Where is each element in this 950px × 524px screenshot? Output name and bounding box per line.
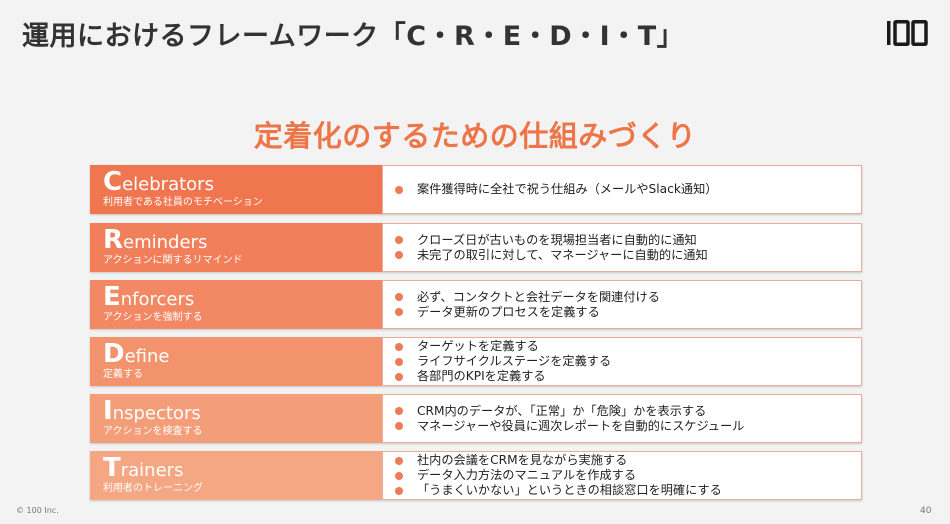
bullet-icon — [395, 422, 403, 430]
row-heading: Enforcers — [103, 284, 372, 311]
list-item: データ入力方法のマニュアルを作成する — [395, 468, 861, 483]
bullet-icon — [395, 372, 403, 381]
row-word: elebrators — [122, 174, 214, 195]
framework-row-define: Define 定義する ターゲットを定義する ライフサイクルステージを定義する … — [90, 337, 862, 386]
section-subtitle: 定着化のするための仕組みづくり — [253, 119, 697, 153]
bullet-icon — [395, 407, 403, 415]
list-item: クローズ日が古いものを現場担当者に自動的に通知 — [395, 233, 861, 248]
row-description: アクションを検査する — [103, 426, 203, 437]
row-content: ターゲットを定義する ライフサイクルステージを定義する 各部門のKPIを定義する — [382, 337, 862, 386]
bullet-icon — [395, 251, 403, 259]
list-item: 社内の会議をCRMを見ながら実施する — [395, 453, 861, 468]
list-item-text: ライフサイクルステージを定義する — [417, 354, 612, 368]
row-content: クローズ日が古いものを現場担当者に自動的に通知 未完了の取引に対して、マネージャ… — [382, 223, 862, 272]
list-item: 必ず、コンタクトと会社データを関連付ける — [395, 290, 861, 305]
bullet-icon — [395, 357, 403, 366]
slide-title: 運用におけるフレームワーク「C・R・E・D・I・T」 — [22, 21, 685, 52]
bullet-icon — [395, 456, 403, 465]
list-item: 各部門のKPIを定義する — [395, 369, 861, 384]
row-content: CRM内のデータが、「正常」か「危険」かを表示する マネージャーや役員に週次レポ… — [382, 394, 862, 443]
row-heading: Trainers — [103, 455, 372, 482]
row-content: 社内の会議をCRMを見ながら実施する データ入力方法のマニュアルを作成する 「う… — [382, 451, 862, 500]
row-heading: Inspectors — [103, 398, 372, 425]
list-item-text: データ更新のプロセスを定義する — [417, 304, 600, 319]
framework-row-celebrators: Celebrators 利用者である社員のモチベーション 案件獲得時に全社で祝う… — [90, 165, 862, 214]
row-initial: E — [103, 282, 121, 312]
row-heading: Celebrators — [103, 169, 372, 196]
row-description: アクションを強制する — [103, 312, 203, 323]
row-heading: Define — [103, 341, 372, 368]
row-word: nspectors — [112, 403, 201, 424]
row-content: 必ず、コンタクトと会社データを関連付ける データ更新のプロセスを定義する — [382, 280, 862, 329]
bullet-icon — [395, 471, 403, 480]
list-item: 「うまくいかない」というときの相談窓口を明確にする — [395, 483, 861, 498]
bullet-icon — [395, 236, 403, 244]
list-item: ライフサイクルステージを定義する — [395, 354, 861, 369]
bullet-icon — [395, 185, 403, 194]
framework-row-enforcers: Enforcers アクションを強制する 必ず、コンタクトと会社データを関連付け… — [90, 280, 862, 329]
row-initial: T — [103, 453, 121, 483]
row-heading: Reminders — [103, 227, 372, 254]
list-item-text: ターゲットを定義する — [417, 339, 539, 353]
list-item-text: 各部門のKPIを定義する — [417, 369, 546, 383]
list-item: CRM内のデータが、「正常」か「危険」かを表示する — [395, 404, 861, 419]
row-label: Inspectors アクションを検査する — [90, 394, 382, 443]
list-item-text: 社内の会議をCRMを見ながら実施する — [417, 453, 628, 467]
list-item-text: データ入力方法のマニュアルを作成する — [417, 468, 637, 482]
row-label: Define 定義する — [90, 337, 382, 386]
list-item-text: 必ず、コンタクトと会社データを関連付ける — [417, 289, 660, 304]
framework-row-trainers: Trainers 利用者のトレーニング 社内の会議をCRMを見ながら実施する デ… — [90, 451, 862, 500]
row-description: 利用者のトレーニング — [103, 483, 203, 494]
framework-row-inspectors: Inspectors アクションを検査する CRM内のデータが、「正常」か「危険… — [90, 394, 862, 443]
row-word: eminders — [123, 232, 208, 253]
list-item-text: 未完了の取引に対して、マネージャーに自動的に通知 — [417, 247, 708, 262]
list-item-text: 「うまくいかない」というときの相談窓口を明確にする — [417, 483, 722, 497]
row-description: アクションに関するリマインド — [103, 255, 243, 266]
row-description: 利用者である社員のモチベーション — [103, 197, 263, 208]
bullet-icon — [395, 486, 403, 495]
row-initial: R — [103, 225, 124, 255]
row-word: nforcers — [120, 289, 195, 310]
list-item: 案件獲得時に全社で祝う仕組み（メールやSlack通知） — [395, 182, 861, 197]
list-item: ターゲットを定義する — [395, 339, 861, 354]
bullet-icon — [395, 293, 403, 301]
framework-row-reminders: Reminders アクションに関するリマインド クローズ日が古いものを現場担当… — [90, 223, 862, 272]
row-content: 案件獲得時に全社で祝う仕組み（メールやSlack通知） — [382, 165, 862, 214]
copyright-notice: © 100 Inc. — [16, 506, 59, 515]
bullet-icon — [395, 308, 403, 316]
list-item: 未完了の取引に対して、マネージャーに自動的に通知 — [395, 248, 861, 263]
row-label: Trainers 利用者のトレーニング — [90, 451, 382, 500]
list-item: マネージャーや役員に週次レポートを自動的にスケジュール — [395, 419, 861, 434]
list-item-text: クローズ日が古いものを現場担当者に自動的に通知 — [417, 232, 697, 247]
list-item-text: CRM内のデータが、「正常」か「危険」かを表示する — [417, 403, 707, 418]
list-item-text: マネージャーや役員に週次レポートを自動的にスケジュール — [417, 418, 745, 433]
row-word: efine — [124, 346, 170, 367]
row-label: Celebrators 利用者である社員のモチベーション — [90, 165, 382, 214]
row-label: Enforcers アクションを強制する — [90, 280, 382, 329]
row-label: Reminders アクションに関するリマインド — [90, 223, 382, 272]
row-initial: I — [103, 396, 113, 426]
row-initial: D — [103, 339, 125, 369]
company-logo — [887, 20, 928, 46]
bullet-icon — [395, 342, 403, 351]
page-number: 40 — [920, 506, 932, 516]
list-item: データ更新のプロセスを定義する — [395, 305, 861, 320]
row-word: rainers — [120, 460, 184, 481]
row-description: 定義する — [103, 369, 143, 380]
list-item-text: 案件獲得時に全社で祝う仕組み（メールやSlack通知） — [417, 182, 718, 196]
row-initial: C — [103, 167, 123, 197]
